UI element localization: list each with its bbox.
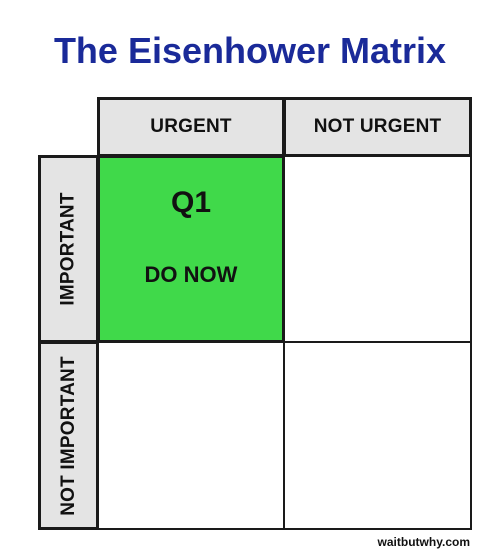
source-credit: waitbutwhy.com — [377, 535, 470, 549]
quadrant-q4 — [283, 341, 472, 530]
row-header-important: IMPORTANT — [38, 155, 99, 343]
quadrant-q2 — [283, 155, 472, 343]
quadrant-q3 — [97, 341, 285, 530]
matrix-title: The Eisenhower Matrix — [53, 30, 447, 71]
row-header-not-important: NOT IMPORTANT — [38, 341, 99, 530]
row-label-not-important: NOT IMPORTANT — [57, 355, 79, 516]
quadrant-q1-do-now: Q1 DO NOW — [97, 155, 285, 343]
q1-action-label: DO NOW — [144, 262, 238, 287]
column-header-not-urgent: NOT URGENT — [283, 97, 472, 157]
row-label-important: IMPORTANT — [57, 192, 79, 306]
column-header-urgent: URGENT — [97, 97, 285, 157]
q1-label: Q1 — [170, 186, 212, 219]
